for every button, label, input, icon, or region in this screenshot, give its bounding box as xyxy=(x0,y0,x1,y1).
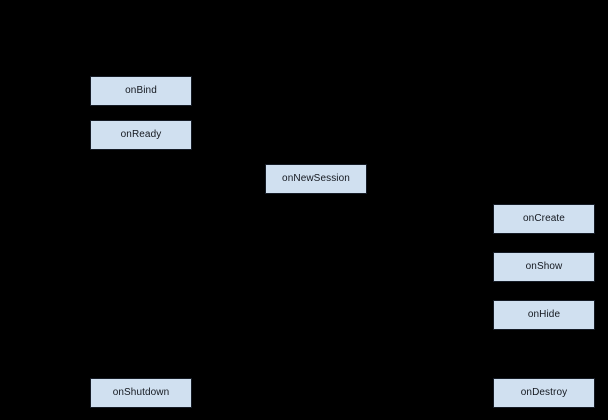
node-onbind[interactable]: onBind xyxy=(90,76,192,106)
node-label: onShow xyxy=(525,261,563,272)
node-onshow[interactable]: onShow xyxy=(493,252,595,282)
node-label: onBind xyxy=(125,85,157,96)
node-label: onHide xyxy=(527,309,561,320)
node-label: onReady xyxy=(120,129,162,140)
node-onready[interactable]: onReady xyxy=(90,120,192,150)
node-onnewsession[interactable]: onNewSession xyxy=(265,164,367,194)
node-onhide[interactable]: onHide xyxy=(493,300,595,330)
node-onshutdown[interactable]: onShutdown xyxy=(90,378,192,408)
node-oncreate[interactable]: onCreate xyxy=(493,204,595,234)
node-ondestroy[interactable]: onDestroy xyxy=(493,378,595,408)
node-label: onNewSession xyxy=(282,173,350,184)
node-label: onCreate xyxy=(523,213,565,224)
node-label: onShutdown xyxy=(112,387,170,398)
node-label: onDestroy xyxy=(520,387,568,398)
